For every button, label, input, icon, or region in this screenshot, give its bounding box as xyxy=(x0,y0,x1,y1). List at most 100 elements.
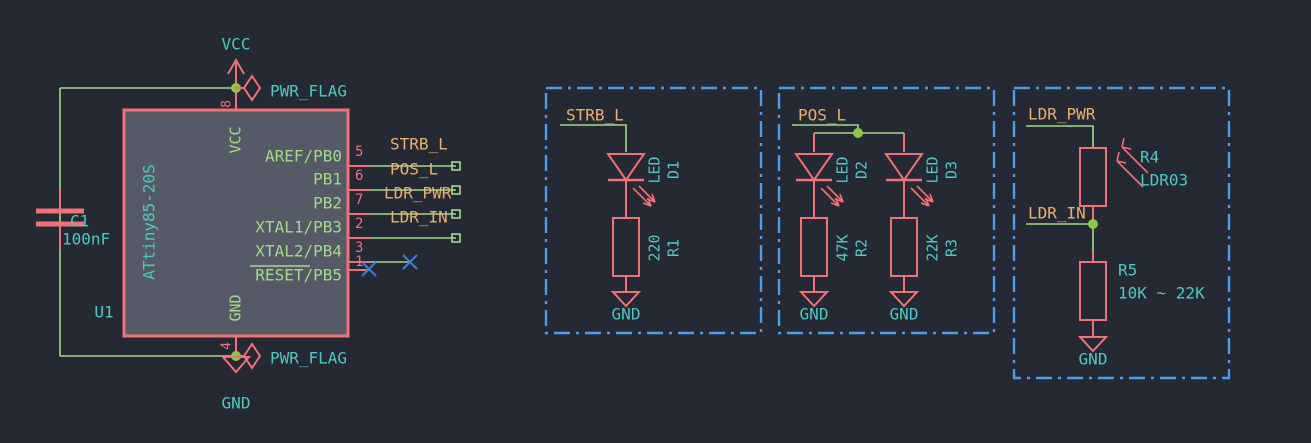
d1-arrowhead-2-icon xyxy=(646,193,656,203)
ldr-r4[interactable]: R4 LDR03 xyxy=(1079,137,1188,207)
pwr-flag-vcc[interactable]: PWR_FLAG xyxy=(236,74,347,102)
junction-ldr-in xyxy=(1088,219,1098,229)
ic-pin-reset-pb5[interactable]: RESET/PB5 1 xyxy=(250,254,377,285)
r2-value: 47K xyxy=(834,234,852,261)
ic-pin-aref-pb0[interactable]: AREF/PB0 5 STRB_L xyxy=(265,135,461,171)
no-connect-icon-pb5[interactable] xyxy=(361,261,377,277)
resistor-r2[interactable]: 47K R2 xyxy=(800,217,871,277)
led-d3[interactable]: LED D3 xyxy=(884,153,961,207)
r5-reference: R5 xyxy=(1118,261,1137,280)
r2-reference: R2 xyxy=(853,239,871,257)
r3-body xyxy=(890,217,918,277)
d3-reference: D3 xyxy=(943,161,961,179)
pwrflag-vcc-diamond-icon xyxy=(242,74,262,102)
ground-symbol-strobe[interactable]: GND xyxy=(610,291,642,324)
cap-reference: C1 xyxy=(70,212,89,231)
vcc-label: VCC xyxy=(222,35,251,54)
gnd-triangle-icon-pos-right xyxy=(888,291,920,308)
pin-aref-pb0-name: AREF/PB0 xyxy=(265,147,342,166)
group-position-net-label[interactable]: POS_L xyxy=(798,106,846,125)
led-d1[interactable]: LED D1 xyxy=(606,153,683,207)
pin-xtal2-pb4-name: XTAL2/PB4 xyxy=(255,242,342,261)
group-strobe[interactable]: STRB_L LED D1 220 R1 GND xyxy=(544,86,763,335)
pin-pb1-number: 6 xyxy=(355,168,363,184)
resistor-r3[interactable]: 22K R3 xyxy=(890,217,961,277)
ic-pin-xtal1-pb3[interactable]: XTAL1/PB3 2 LDR_IN xyxy=(255,208,461,243)
pin-reset-pb5-name: RESET/PB5 xyxy=(255,266,342,285)
capacitor-c1[interactable]: C1 100nF xyxy=(36,190,110,250)
pwrflag-gnd-diamond-icon xyxy=(242,342,262,370)
ic-pin-pb2[interactable]: PB2 7 LDR_PWR xyxy=(313,184,461,219)
pwr-flag-gnd[interactable]: PWR_FLAG xyxy=(236,342,347,370)
d1-triangle-icon xyxy=(606,153,646,182)
r5-body xyxy=(1079,261,1107,321)
group-ldr-border xyxy=(1012,86,1231,380)
d2-reference: D2 xyxy=(853,161,871,179)
r1-reference: R1 xyxy=(665,239,683,257)
r4-incident-rays-icon xyxy=(1116,146,1149,188)
d3-arrowhead-2-icon xyxy=(924,193,934,203)
d3-value: LED xyxy=(924,156,942,183)
gnd-label-strobe: GND xyxy=(612,305,641,324)
pin-vcc-number: 8 xyxy=(220,100,235,108)
ground-symbol-pos-right[interactable]: GND xyxy=(888,291,920,324)
r3-reference: R3 xyxy=(943,239,961,257)
power-symbol-vcc[interactable]: VCC xyxy=(222,35,251,89)
ic-pin-pb1[interactable]: PB1 6 POS_L xyxy=(313,160,461,195)
d1-value: LED xyxy=(646,156,664,183)
pin-xtal1-pb3-number: 2 xyxy=(355,216,363,232)
ground-symbol-pos-left[interactable]: GND xyxy=(798,291,830,324)
led-d2[interactable]: LED D2 xyxy=(794,153,871,207)
resistor-r1[interactable]: 220 R1 xyxy=(612,217,683,277)
d2-arrowhead-2-icon xyxy=(834,193,844,203)
gnd-triangle-icon-pos-left xyxy=(798,291,830,308)
no-connect-icon-pb4[interactable] xyxy=(402,254,418,270)
ground-symbol-ldr[interactable]: GND xyxy=(1077,336,1109,369)
wire-ldr-pwr-branch xyxy=(1026,125,1094,148)
gnd-label: GND xyxy=(222,394,251,413)
gnd-label-pos-right: GND xyxy=(890,305,919,324)
r1-value: 220 xyxy=(646,234,664,261)
group-ldr-net-label-top[interactable]: LDR_PWR xyxy=(1028,105,1096,124)
pin-pb1-name: PB1 xyxy=(313,170,342,189)
pin-xtal2-pb4-number: 3 xyxy=(355,240,363,256)
pin-aref-pb0-number: 5 xyxy=(355,144,363,160)
net-label-ldr-pwr[interactable]: LDR_PWR xyxy=(384,184,452,203)
r4-arrowhead-2-icon xyxy=(1121,137,1132,150)
pin-reset-pb5-number: 1 xyxy=(355,254,363,270)
net-label-strb-l[interactable]: STRB_L xyxy=(390,135,448,154)
group-ldr[interactable]: LDR_PWR R4 LDR03 LDR_IN R5 10K ~ 22K GND xyxy=(1012,86,1231,380)
wire-strobe-branch xyxy=(560,124,627,152)
net-label-pos-l[interactable]: POS_L xyxy=(390,160,438,179)
group-ldr-net-label-mid[interactable]: LDR_IN xyxy=(1028,204,1086,223)
label-terminal-ldr-in[interactable] xyxy=(451,233,461,243)
pin-pb2-number: 7 xyxy=(355,192,363,208)
d3-emission-rays-icon xyxy=(910,185,934,207)
d2-value: LED xyxy=(834,156,852,183)
r5-value: 10K ~ 22K xyxy=(1118,284,1205,303)
r1-body xyxy=(612,217,640,277)
gnd-label-pos-left: GND xyxy=(800,305,829,324)
resistor-r5[interactable]: R5 10K ~ 22K xyxy=(1079,252,1205,321)
ic-value-label: ATtiny85-20S xyxy=(140,164,159,280)
label-terminal-pos-l[interactable] xyxy=(451,185,461,195)
ic-pin-xtal2-pb4[interactable]: XTAL2/PB4 3 xyxy=(255,240,418,270)
gnd-triangle-icon-strobe xyxy=(610,291,642,308)
pin-xtal1-pb3-name: XTAL1/PB3 xyxy=(255,218,342,237)
group-strobe-net-label[interactable]: STRB_L xyxy=(566,106,624,125)
d1-emission-rays-icon xyxy=(632,185,656,207)
r4-value: LDR03 xyxy=(1140,171,1188,190)
label-terminal-strb-l[interactable] xyxy=(451,161,461,171)
r4-reference: R4 xyxy=(1140,148,1159,167)
group-strobe-border xyxy=(544,86,763,335)
r2-body xyxy=(800,217,828,277)
pin-gnd-number: 4 xyxy=(220,342,235,350)
group-position[interactable]: POS_L LED D2 47K R2 GND xyxy=(777,86,996,335)
power-symbol-gnd[interactable]: GND xyxy=(220,356,252,413)
net-label-ldr-in[interactable]: LDR_IN xyxy=(390,208,448,227)
vcc-arrow-icon xyxy=(227,57,245,75)
label-terminal-ldr-pwr[interactable] xyxy=(451,209,461,219)
d2-triangle-icon xyxy=(794,153,834,182)
